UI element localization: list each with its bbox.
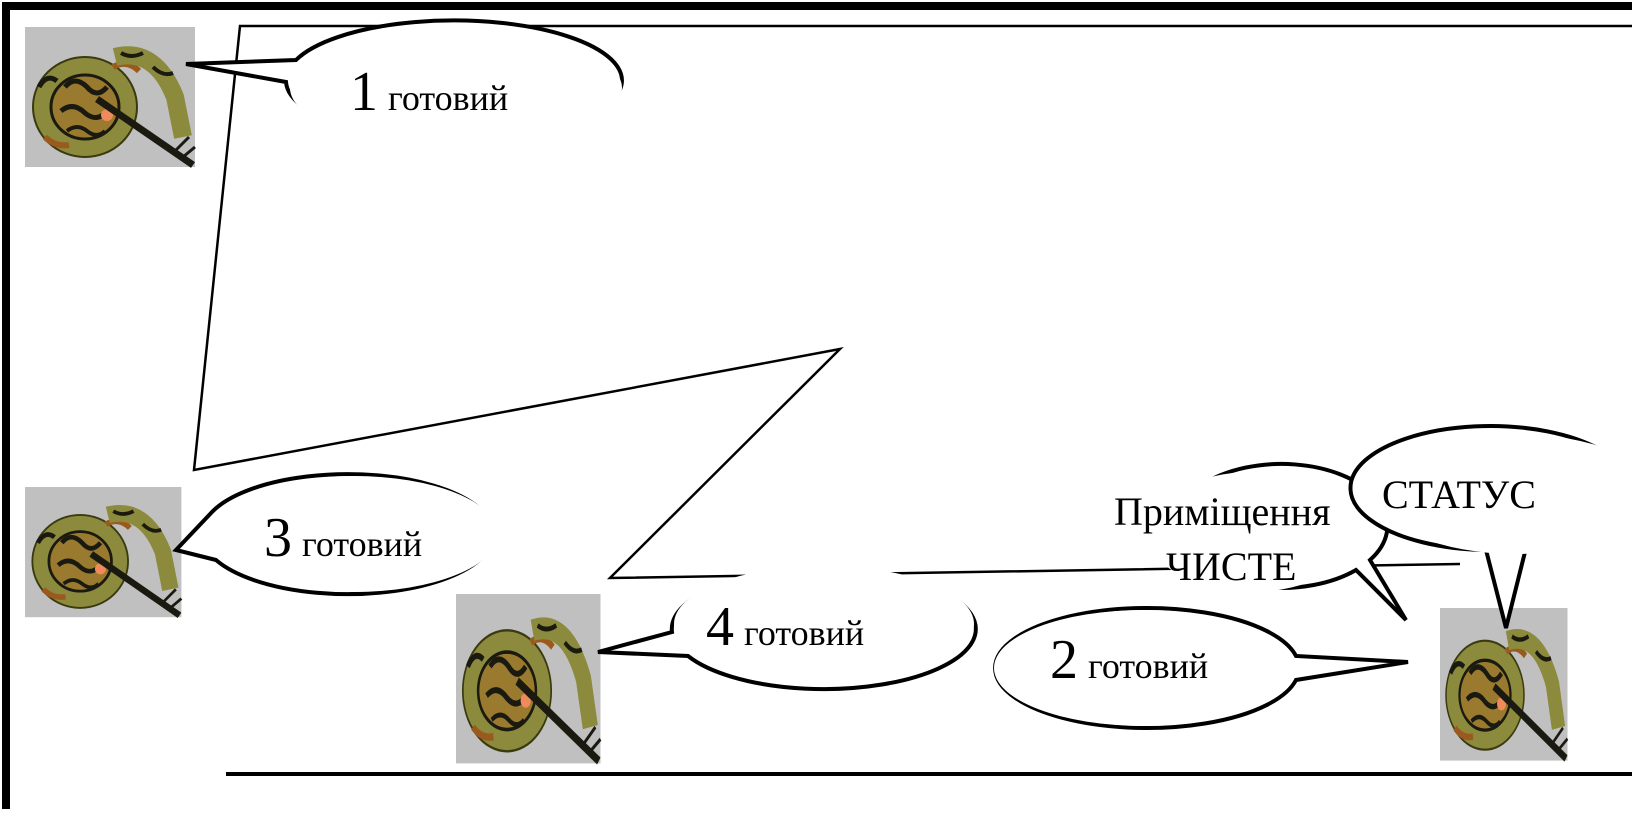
bubble-3-status: готовий [302, 524, 422, 564]
status-label: СТАТУС [1382, 472, 1536, 517]
room-clear-line2: ЧИСТЕ [1166, 544, 1296, 589]
bubble-2-number: 2 [1050, 629, 1078, 691]
soldier-icon-3 [25, 487, 181, 617]
soldier-icon-2 [1440, 608, 1568, 761]
speech-bubble-status: СТАТУС [1348, 424, 1632, 629]
bubble-2-status: готовий [1088, 646, 1208, 686]
soldier-icon-4 [456, 594, 601, 763]
soldier-icon-1 [25, 27, 195, 167]
bubble-1-number: 1 [350, 61, 378, 123]
bubble-4-number: 4 [706, 596, 734, 658]
room-clear-line1: Приміщення [1114, 489, 1330, 534]
bubble-1-status: готовий [388, 78, 508, 118]
bubble-3-number: 3 [264, 507, 292, 569]
speech-bubble-room-clear: Приміщення ЧИСТЕ [1114, 461, 1408, 622]
bubble-4-status: готовий [744, 613, 864, 653]
